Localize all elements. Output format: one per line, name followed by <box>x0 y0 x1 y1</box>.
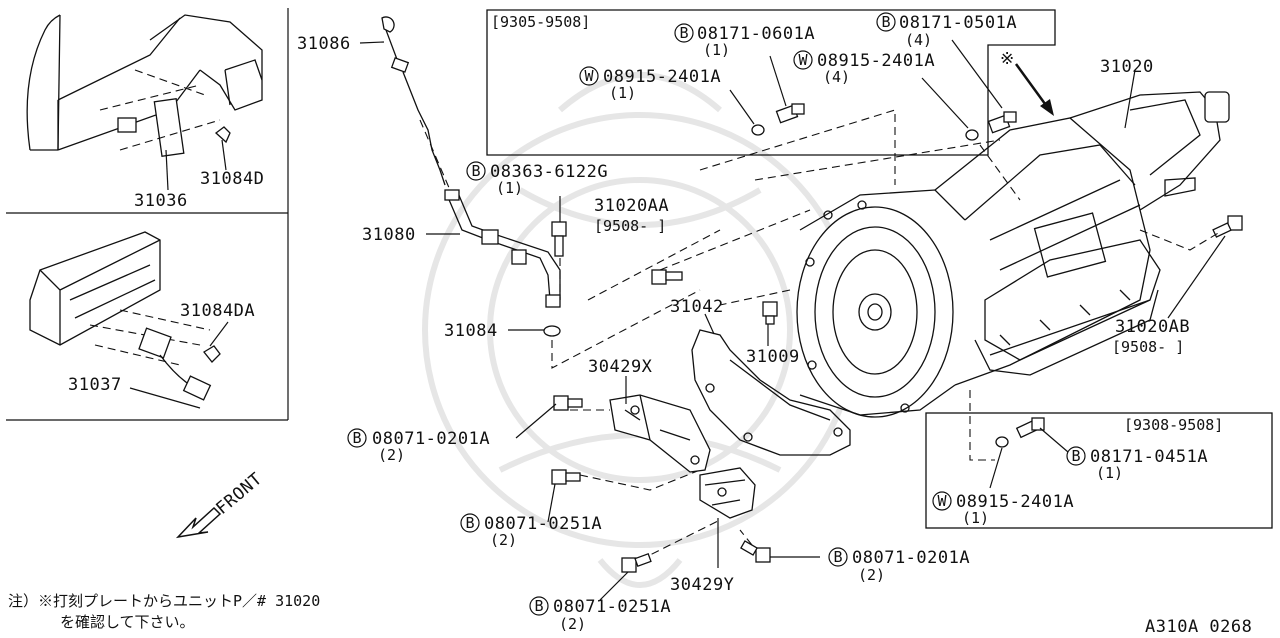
asterisk-marker: ※ <box>1000 49 1015 69</box>
fastener-qty: (1) <box>496 179 523 197</box>
fastener-badge <box>1066 446 1086 466</box>
fastener-badge <box>460 513 480 533</box>
inset-frame <box>6 8 289 421</box>
front-arrow-icon <box>175 506 222 539</box>
fastener-code: 08071-0251A <box>553 597 671 617</box>
range-box-bottom <box>925 412 1273 529</box>
cover-31042 <box>691 329 851 456</box>
bottom-box-parts <box>995 417 1045 448</box>
fastener-code: 08071-0201A <box>852 548 970 568</box>
range-box-top <box>486 9 1056 156</box>
stud-31009 <box>762 301 778 325</box>
drawing-id: A310A 0268 <box>1145 617 1252 637</box>
dipstick-31086 <box>381 16 451 191</box>
range-31020AB: [9508- ] <box>1112 338 1184 356</box>
fastener-badge <box>347 428 367 448</box>
o-ring-31084 <box>543 325 561 337</box>
fastener-prefix: B <box>352 429 361 447</box>
fastener-badge <box>466 161 486 181</box>
label-31084D: 31084D <box>200 169 264 189</box>
fastener-prefix: W <box>937 492 947 510</box>
filler-tube-31080 <box>444 189 561 308</box>
fastener-qty: (1) <box>609 84 636 102</box>
fastener-code: 08171-0451A <box>1090 447 1208 467</box>
fastener-code: 08915-2401A <box>956 492 1074 512</box>
fastener-badge <box>828 547 848 567</box>
inset-31037-drawing <box>29 231 229 409</box>
fastener-badge <box>579 66 599 86</box>
inset-31036-drawing <box>26 14 263 191</box>
fastener-code: 08171-0501A <box>899 13 1017 33</box>
range-bottom: [9308-9508] <box>1124 416 1223 434</box>
fastener-badge <box>529 596 549 616</box>
fastener-prefix: W <box>584 67 594 85</box>
label-31080: 31080 <box>362 225 416 245</box>
bracket-bolts <box>551 395 771 573</box>
label-30429X: 30429X <box>588 357 653 377</box>
label-31037: 31037 <box>68 375 122 395</box>
fastener-qty: (2) <box>559 615 586 633</box>
fastener-prefix: W <box>798 51 808 69</box>
fastener-prefix: B <box>679 24 688 42</box>
bracket-30429Y <box>699 467 756 519</box>
top-box-parts <box>729 39 1017 141</box>
fastener-prefix: B <box>471 162 480 180</box>
fastener-code: 08071-0201A <box>372 429 490 449</box>
range-31020AA: [9508- ] <box>594 217 666 235</box>
fastener-code: 08915-2401A <box>817 51 935 71</box>
fastener-code: 08071-0251A <box>484 514 602 534</box>
fastener-qty: (1) <box>1096 464 1123 482</box>
label-31042: 31042 <box>670 297 724 317</box>
label-31020AB: 31020AB <box>1115 317 1190 337</box>
fastener-badge <box>876 12 896 32</box>
label-31084: 31084 <box>444 321 498 341</box>
fastener-qty: (2) <box>858 566 885 584</box>
fastener-qty: (2) <box>490 531 517 549</box>
label-31036: 31036 <box>134 191 188 211</box>
label-31084DA: 31084DA <box>180 301 255 321</box>
label-31020AA: 31020AA <box>594 196 669 216</box>
fastener-prefix: B <box>881 13 890 31</box>
label-31009: 31009 <box>746 347 800 367</box>
transmission-31020 <box>796 91 1230 418</box>
bolt-08363-6122G <box>551 221 567 257</box>
fastener-prefix: B <box>833 548 842 566</box>
bolt-31020AA <box>651 269 683 285</box>
fastener-qty: (1) <box>962 509 989 527</box>
fastener-badge <box>932 491 952 511</box>
note-line-2: を確認して下さい。 <box>60 613 195 631</box>
fastener-prefix: B <box>465 514 474 532</box>
label-31020: 31020 <box>1100 57 1154 77</box>
fastener-code: 08363-6122G <box>490 162 608 182</box>
fastener-code: 08171-0601A <box>697 24 815 44</box>
label-31086: 31086 <box>297 34 351 54</box>
fastener-prefix: B <box>1071 447 1080 465</box>
label-30429Y: 30429Y <box>670 575 734 595</box>
range-top: [9305-9508] <box>491 13 590 31</box>
bracket-30429X <box>609 394 711 473</box>
fastener-badge <box>674 23 694 43</box>
fastener-qty: (2) <box>378 446 405 464</box>
fastener-badge <box>793 50 813 70</box>
fastener-prefix: B <box>534 597 543 615</box>
front-label: FRONT <box>212 469 266 519</box>
fastener-code: 08915-2401A <box>603 67 721 87</box>
fastener-qty: (1) <box>703 41 730 59</box>
note-line-1: 注）※打刻プレートからユニットP／# 31020 <box>8 592 320 610</box>
fastener-qty: (4) <box>905 31 932 49</box>
arrow-head <box>1040 99 1054 116</box>
fastener-qty: (4) <box>823 68 850 86</box>
